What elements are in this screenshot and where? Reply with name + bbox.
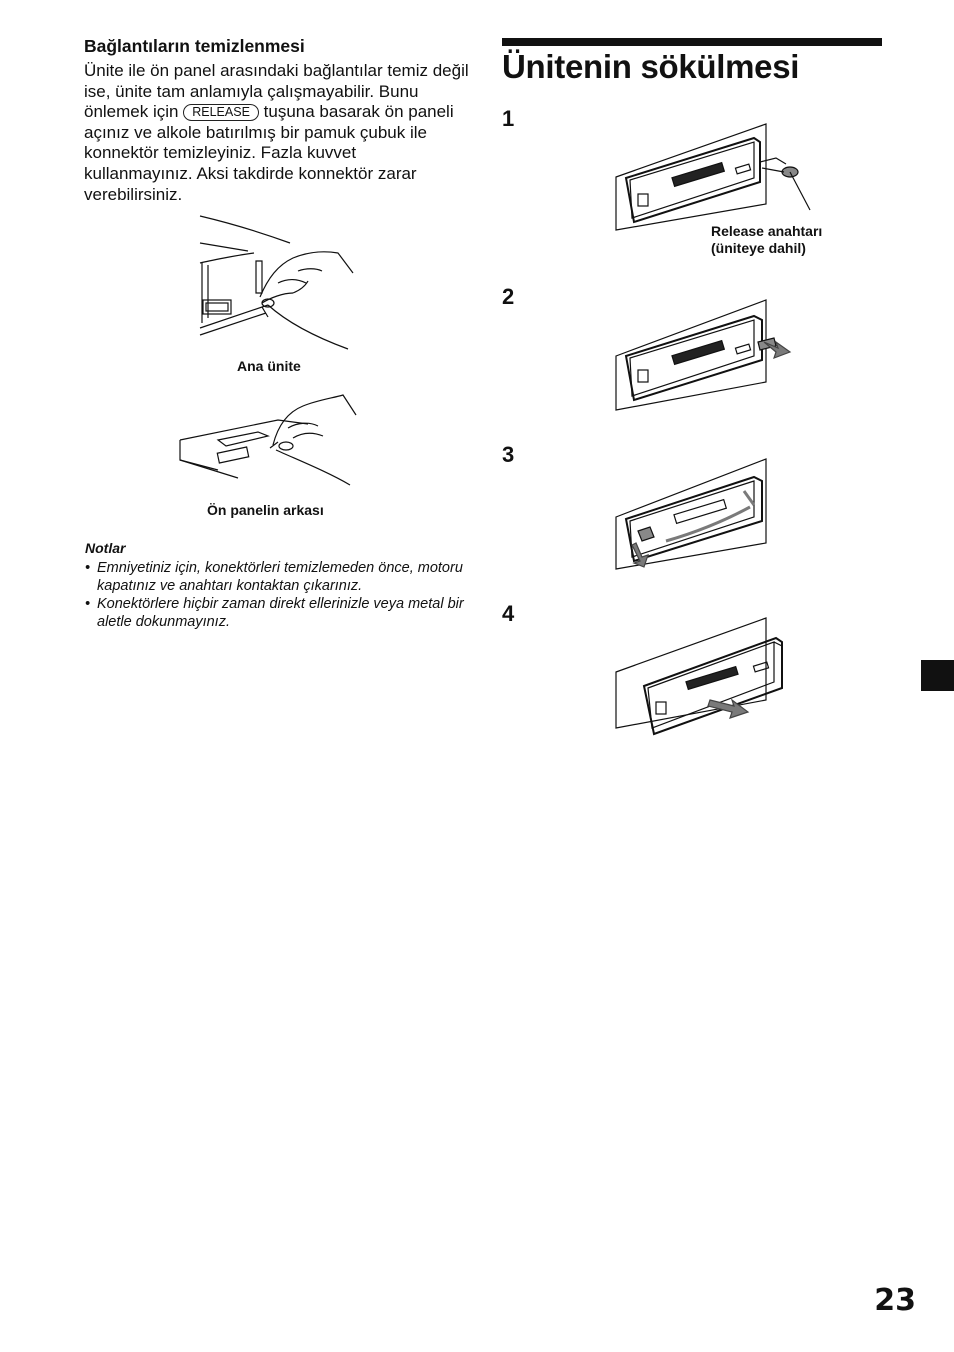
caption-main-unit: Ana ünite xyxy=(237,358,301,374)
section-heading: Bağlantıların temizlenmesi xyxy=(84,36,305,56)
front-panel-back-illustration xyxy=(179,394,357,486)
page-number: 23 xyxy=(874,1283,916,1318)
language-tab-marker xyxy=(921,660,954,691)
notes-title: Notlar xyxy=(85,540,126,556)
main-unit-cleaning-illustration xyxy=(199,215,354,350)
release-key-label: RELEASE xyxy=(183,104,259,122)
release-key-caption-line1: Release anahtarı xyxy=(711,223,823,239)
step3-swing-out-illustration xyxy=(615,458,767,570)
step2-insert-key-illustration xyxy=(615,299,792,411)
step-number-4: 4 xyxy=(502,601,515,626)
step4-pull-out-illustration xyxy=(615,617,783,736)
notes-list: Emniyetiniz için, konektörleri temizleme… xyxy=(85,559,465,631)
step-number-3: 3 xyxy=(502,442,515,467)
paragraph-text-start: Ünite ile ön panel arasındaki bağlantıla… xyxy=(84,61,469,122)
step-number-2: 2 xyxy=(502,284,515,309)
cleaning-paragraph: Ünite ile ön panel arasındaki bağlantıla… xyxy=(84,61,469,205)
release-key-caption: Release anahtarı (üniteye dahil) xyxy=(711,223,822,257)
title-rule xyxy=(502,38,882,46)
note-item: Konektörlere hiçbir zaman direkt ellerin… xyxy=(85,595,465,631)
caption-front-panel-back: Ön panelin arkası xyxy=(207,502,324,518)
step-number-1: 1 xyxy=(502,106,515,131)
release-key-caption-line2: (üniteye dahil) xyxy=(711,240,806,256)
page-title: Ünitenin sökülmesi xyxy=(502,48,800,85)
step1-release-key-illustration xyxy=(615,123,811,231)
paragraph-text-end: tuşuna basarak ön paneli açınız ve alkol… xyxy=(84,102,454,204)
note-item: Emniyetiniz için, konektörleri temizleme… xyxy=(85,559,465,595)
